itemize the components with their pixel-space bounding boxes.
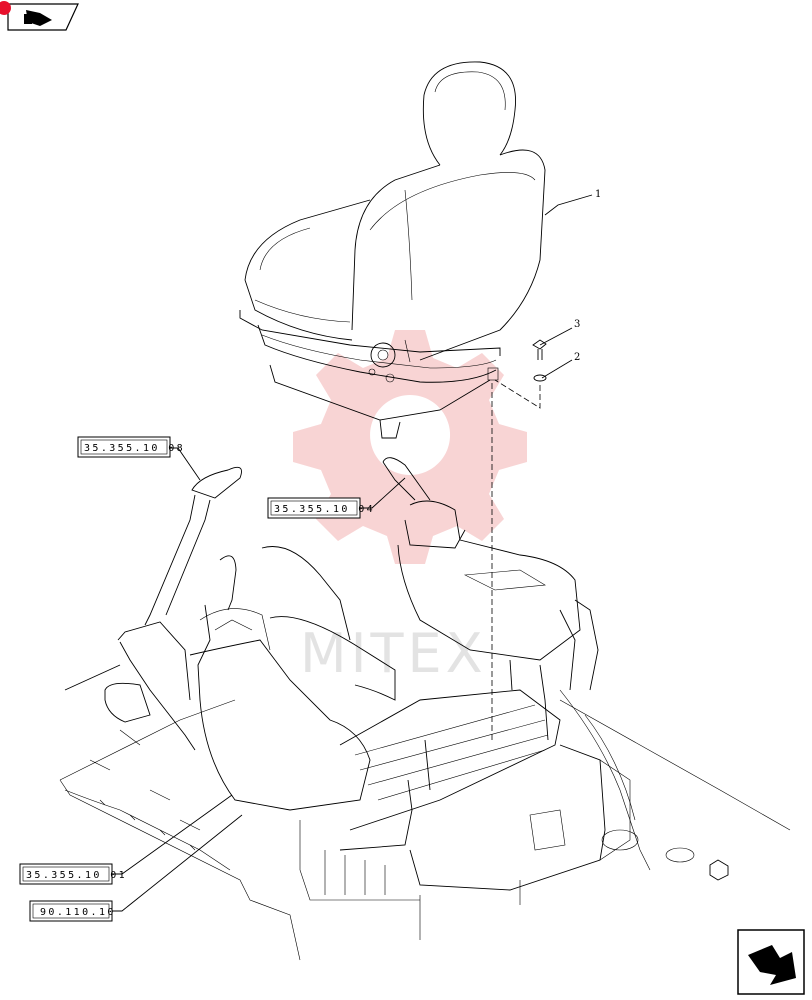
previous-page-icon[interactable] (0, 1, 79, 31)
right-console (382, 457, 599, 741)
callout-3: 3 (574, 319, 580, 330)
reference-label-35-355-10-04[interactable]: 35.355.10 04 (267, 477, 406, 519)
reference-label-35-355-10-01[interactable]: 35.355.10 01 (19, 794, 233, 885)
red-marker-icon (0, 1, 11, 15)
floor-frame (59, 664, 791, 961)
callout-2: 2 (574, 352, 580, 363)
left-console (104, 466, 396, 811)
watermark-text: MITEX (300, 622, 487, 685)
svg-text:35.355.10 08: 35.355.10 08 (84, 443, 185, 454)
svg-text:35.355.10 04: 35.355.10 04 (274, 504, 375, 515)
reference-label-35-355-10-08[interactable]: 35.355.10 08 (77, 436, 201, 481)
next-page-icon[interactable] (737, 929, 805, 995)
bolt-hardware (532, 339, 547, 382)
callout-1: 1 (595, 189, 601, 200)
svg-text:90.110.10: 90.110.10 (40, 907, 116, 918)
svg-text:35.355.10 01: 35.355.10 01 (26, 870, 127, 881)
seat-assembly (239, 61, 546, 439)
reference-label-90-110-10[interactable]: 90.110.10 (29, 814, 243, 922)
